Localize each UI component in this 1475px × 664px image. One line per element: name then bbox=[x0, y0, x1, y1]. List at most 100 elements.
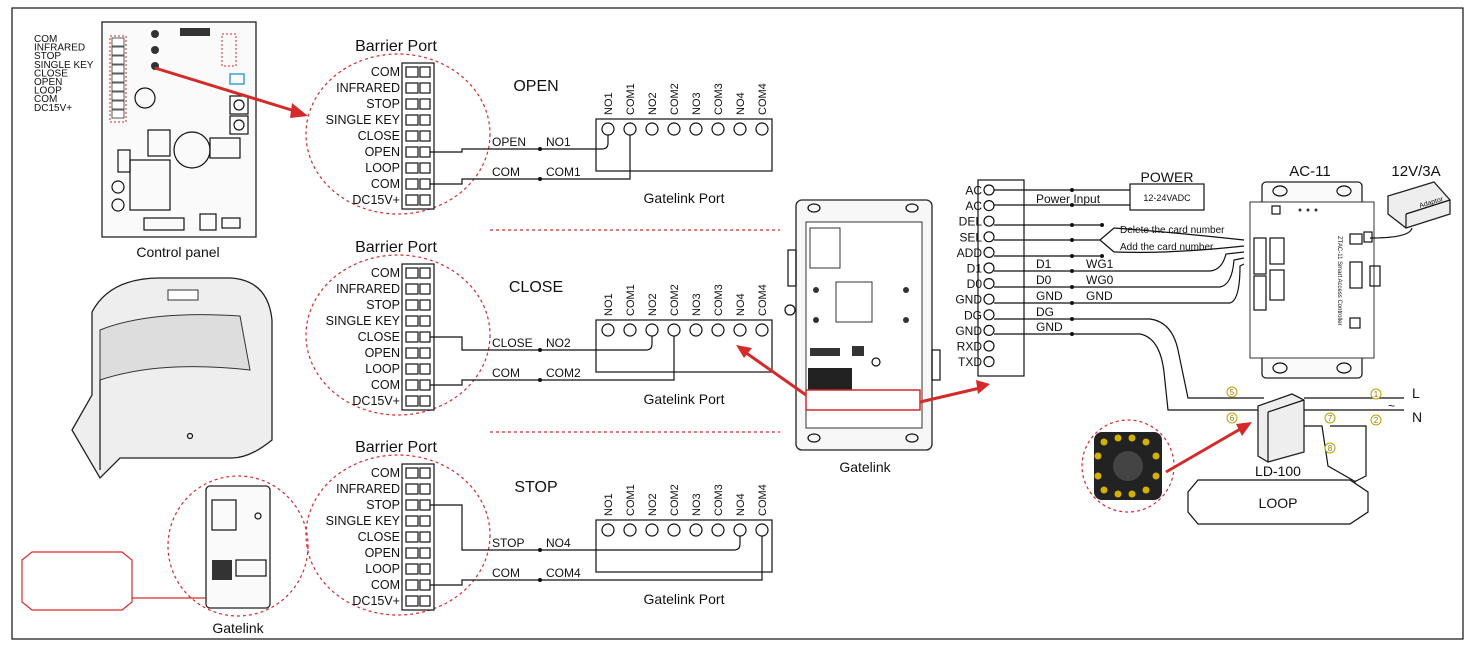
gatelink-terminal-label: AC bbox=[965, 184, 982, 198]
gatelink-pin-label: NO3 bbox=[691, 293, 703, 316]
gatelink-terminal-label: RXD bbox=[957, 340, 983, 354]
gatelink-terminal-label: D0 bbox=[967, 277, 983, 291]
com-wire bbox=[430, 135, 631, 185]
barrier-terminal-slot bbox=[405, 98, 419, 110]
gatelink-pin-label: NO3 bbox=[691, 493, 703, 516]
barrier-terminal-screw bbox=[419, 395, 431, 407]
barrier-terminal-screw bbox=[419, 499, 431, 511]
barrier-terminal-slot bbox=[405, 467, 419, 479]
com-wire-label: COM bbox=[492, 566, 520, 580]
barrier-terminal-slot bbox=[405, 66, 419, 78]
signal-wire-label: OPEN bbox=[492, 135, 526, 149]
gatelink-pin-terminal bbox=[733, 323, 747, 337]
adapter-device bbox=[1363, 181, 1451, 243]
barrier-terminal-screw bbox=[419, 130, 431, 142]
gatelink-pin-label: COM1 bbox=[625, 484, 637, 516]
gatelink-pin-terminal bbox=[755, 523, 769, 537]
barrier-terminal-slot bbox=[405, 331, 419, 343]
barrier-terminal-screw bbox=[419, 315, 431, 327]
wire-gnd-label-a: GND bbox=[1036, 289, 1063, 303]
barrier-terminal-slot bbox=[405, 563, 419, 575]
gatelink-pin-label: COM1 bbox=[625, 83, 637, 115]
control-panel-terminal-label: COM bbox=[34, 94, 57, 105]
gatelink-pin-label: COM3 bbox=[713, 284, 725, 316]
barrier-terminal-slot bbox=[405, 283, 419, 295]
barrier-terminal-slot bbox=[405, 299, 419, 311]
gatelink-pin-terminal bbox=[733, 523, 747, 537]
barrier-terminal-screw bbox=[419, 178, 431, 190]
gatelink-terminal-label: GND bbox=[955, 324, 982, 338]
gatelink-pin-terminal bbox=[689, 122, 703, 136]
com-wire-label: COM bbox=[492, 165, 520, 179]
gatelink-terminal-label: DEL bbox=[959, 215, 983, 229]
wire-dg-label: DG bbox=[1036, 305, 1054, 319]
barrier-port-label: DC15V+ bbox=[352, 193, 400, 207]
barrier-terminal-screw bbox=[419, 595, 431, 607]
ld100-n-label: N bbox=[1412, 409, 1422, 425]
barrier-terminal-screw bbox=[419, 98, 431, 110]
gatelink-terminal-screw bbox=[983, 184, 995, 196]
signal-junction bbox=[538, 348, 542, 352]
barrier-port-title: Barrier Port bbox=[355, 38, 437, 55]
wire-d1-label: D1 bbox=[1036, 257, 1052, 271]
signal-pin-label: NO2 bbox=[546, 336, 571, 350]
gatelink-pin-label: NO4 bbox=[735, 92, 747, 115]
barrier-terminal-slot bbox=[405, 178, 419, 190]
signal-wire bbox=[430, 135, 609, 153]
gatelink-terminal-screw bbox=[983, 324, 995, 336]
gatelink-pin-label: NO2 bbox=[647, 293, 659, 316]
control-panel-terminal-label: OPEN bbox=[34, 77, 62, 88]
ac11-title: AC-11 bbox=[1289, 163, 1330, 180]
wire-gnd-label-b: GND bbox=[1086, 289, 1113, 303]
gatelink-terminal-screw bbox=[983, 200, 995, 212]
ld100-pin-marker bbox=[1370, 414, 1382, 426]
wiring-lines bbox=[994, 188, 1264, 411]
signal-wire bbox=[430, 336, 653, 351]
ac11-side-text: ZTAC-11 Smart Access Controller bbox=[1336, 236, 1342, 325]
barrier-terminal-screw bbox=[419, 563, 431, 575]
gatelink-pin-terminal bbox=[689, 523, 703, 537]
control-panel-caption: Control panel bbox=[136, 244, 219, 260]
gatelink-pin-terminal bbox=[667, 523, 681, 537]
wire-wg1-label: WG1 bbox=[1086, 257, 1114, 271]
barrier-terminal-slot bbox=[405, 395, 419, 407]
gatelink-pin-label: COM2 bbox=[669, 83, 681, 115]
gatelink-terminal-screw bbox=[983, 356, 995, 368]
gatelink-pin-label: COM2 bbox=[669, 284, 681, 316]
ld100-pin-number: 8 bbox=[1328, 444, 1333, 453]
barrier-terminal-slot bbox=[405, 267, 419, 279]
barrier-gate-housing bbox=[71, 277, 273, 480]
barrier-port-title: Barrier Port bbox=[355, 439, 437, 456]
barrier-terminal-screw bbox=[419, 547, 431, 559]
pointer-arrow-terminal bbox=[919, 386, 981, 404]
ld100-pin-number: 7 bbox=[1328, 414, 1333, 423]
signal-junction bbox=[538, 548, 542, 552]
mode-title-stop: STOP bbox=[514, 479, 557, 496]
barrier-port-label: OPEN bbox=[365, 546, 400, 560]
wire-d0-label: D0 bbox=[1036, 273, 1052, 287]
gatelink-pin-label: NO3 bbox=[691, 92, 703, 115]
ld100-pin-marker bbox=[1226, 386, 1238, 398]
barrier-terminal-slot bbox=[405, 347, 419, 359]
gatelink-center-caption: Gatelink bbox=[839, 459, 891, 475]
barrier-terminal-screw bbox=[419, 146, 431, 158]
com-pin-label: COM4 bbox=[546, 566, 581, 580]
barrier-terminal-slot bbox=[405, 547, 419, 559]
barrier-terminal-slot bbox=[405, 515, 419, 527]
gatelink-port-title: Gatelink Port bbox=[644, 190, 725, 206]
com-junction bbox=[538, 378, 542, 382]
gatelink-pin-terminal bbox=[623, 523, 637, 537]
barrier-port-label: COM bbox=[371, 266, 400, 280]
power-box bbox=[1129, 183, 1205, 211]
barrier-terminal-screw bbox=[419, 82, 431, 94]
gatelink-pin-terminal bbox=[667, 122, 681, 136]
control-panel-terminal-label: SINGLE KEY bbox=[34, 60, 94, 71]
barrier-terminal-screw bbox=[419, 379, 431, 391]
arrowhead-control-panel bbox=[290, 103, 308, 118]
gatelink-pin-terminal bbox=[711, 122, 725, 136]
com-wire-label: COM bbox=[492, 366, 520, 380]
